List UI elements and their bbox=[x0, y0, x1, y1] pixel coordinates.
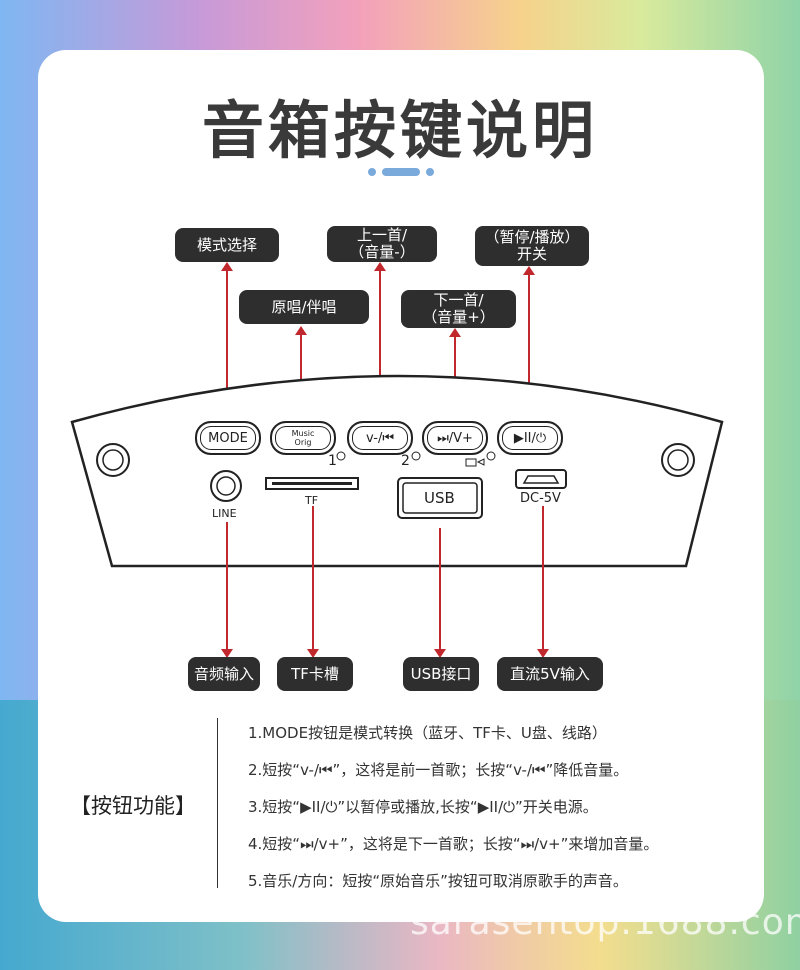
music-orig-button[interactable]: Music Orig bbox=[270, 421, 336, 455]
watermark: sarasentop.1688.com bbox=[410, 902, 800, 943]
play-pause-button[interactable]: ▶II/⏻ bbox=[497, 421, 563, 455]
indicator-2: 2 bbox=[401, 453, 410, 469]
label-mode-select: 模式选择 bbox=[175, 228, 279, 262]
label-usb-port: USB接口 bbox=[403, 657, 479, 691]
label-dc-in: 直流5V输入 bbox=[497, 657, 603, 691]
indicator-1: 1 bbox=[328, 453, 337, 469]
arrow-tf bbox=[307, 506, 319, 658]
function-item: 5.音乐/方向：短按“原始音乐”按钮可取消原歌手的声音。 bbox=[248, 872, 628, 890]
function-item: 4.短按“⏭/v+”，这将是下一首歌；长按“⏭/v+”来增加音量。 bbox=[248, 835, 659, 853]
label-next-vol-up: 下一首/ （音量+） bbox=[401, 290, 516, 328]
next-vol-up-button[interactable]: ⏭/V+ bbox=[422, 421, 488, 455]
label-prev-vol-down: 上一首/ （音量-） bbox=[327, 226, 437, 262]
usb-port-label: USB bbox=[424, 489, 455, 507]
function-item: 2.短按“v-/⏮”，这将是前一首歌；长按“v-/⏮”降低音量。 bbox=[248, 761, 629, 779]
page-title: 音箱按键说明 bbox=[201, 94, 598, 167]
line-jack-label: LINE bbox=[212, 507, 237, 520]
music-label: Music bbox=[291, 429, 315, 438]
arrow-dc bbox=[537, 506, 549, 658]
arrow-prev bbox=[374, 262, 386, 422]
prev-vol-down-button[interactable]: v-/⏮ bbox=[347, 421, 413, 455]
arrow-usb bbox=[434, 528, 446, 658]
divider bbox=[217, 718, 218, 888]
arrow-music bbox=[295, 326, 307, 422]
label-tf-slot: TF卡槽 bbox=[277, 657, 353, 691]
mode-button[interactable]: MODE bbox=[195, 421, 261, 455]
function-item: 3.短按“▶II/⏻”以暂停或播放,长按“▶II/⏻”开关电源。 bbox=[248, 798, 598, 816]
arrow-line bbox=[221, 522, 233, 658]
arrow-next bbox=[449, 328, 461, 422]
tf-slot-label: TF bbox=[305, 494, 319, 507]
label-orig-accomp: 原唱/伴唱 bbox=[239, 290, 369, 324]
function-title: 【按钮功能】 bbox=[70, 794, 196, 818]
arrow-play bbox=[523, 266, 535, 422]
arrow-mode bbox=[221, 262, 233, 422]
label-audio-in: 音频输入 bbox=[188, 657, 260, 691]
label-play-pause-power: （暂停/播放） 开关 bbox=[475, 226, 589, 266]
function-item: 1.MODE按钮是模式转换（蓝牙、TF卡、U盘、线路） bbox=[248, 724, 607, 742]
orig-label: Orig bbox=[294, 438, 312, 447]
dc-input-label: DC-5V bbox=[520, 491, 561, 506]
